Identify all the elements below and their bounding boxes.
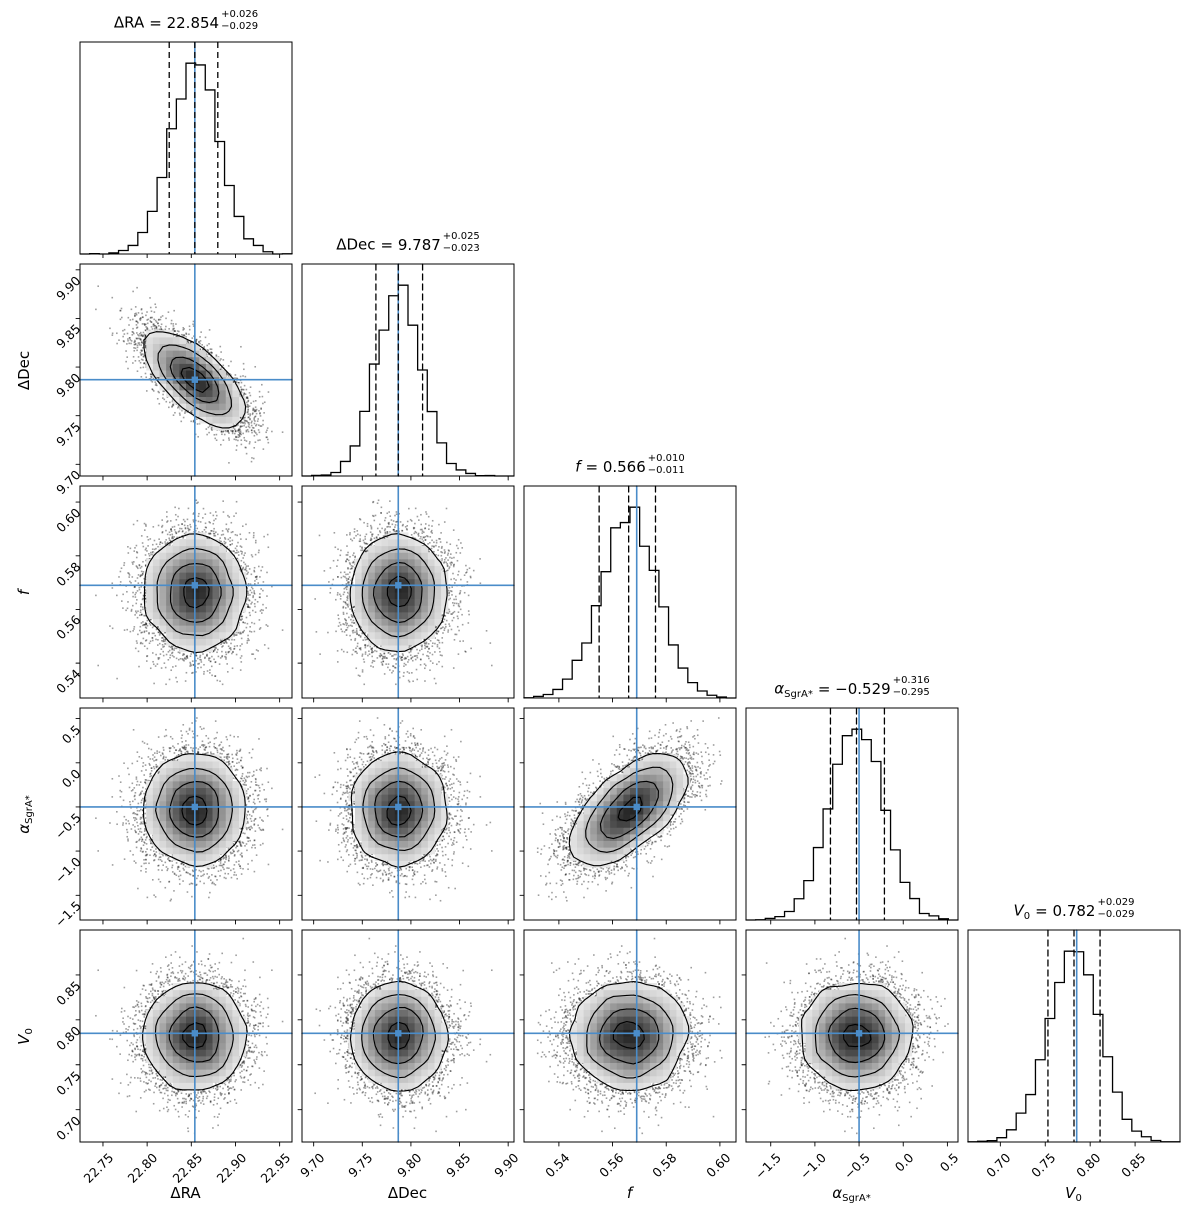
error-minus: −0.295 (892, 687, 930, 698)
axis-symbol-sub: SgrA* (842, 1193, 871, 1204)
panel-title-alpha-sgra: αSgrA* = −0.529+0.316−0.295 (702, 675, 1002, 701)
param-estimate: = 9.787 (380, 235, 441, 254)
error-minus: −0.011 (647, 465, 685, 476)
error-minus: −0.023 (442, 243, 480, 254)
panel-title-delta-dec: ΔDec= 9.787+0.025−0.023 (258, 231, 558, 257)
panel-title-f: f= 0.566+0.010−0.011 (480, 453, 780, 479)
param-symbol: ΔRA (113, 13, 145, 32)
x-axis-label-alpha-sgra: αSgrA* (746, 1184, 958, 1204)
axis-symbol: α (832, 1184, 843, 1202)
error-plus: +0.025 (442, 231, 480, 242)
param-symbol: α (774, 679, 785, 698)
y-axis-label-f: f (15, 589, 33, 595)
error-plus: +0.010 (647, 453, 685, 464)
error-stack: +0.025−0.023 (443, 231, 480, 255)
param-symbol: f (575, 457, 581, 476)
error-plus: +0.316 (892, 675, 930, 686)
axis-symbol-sub: 0 (1075, 1193, 1082, 1204)
param-symbol: ΔDec (336, 235, 376, 254)
error-plus: +0.026 (221, 9, 259, 20)
axis-symbol: V (15, 1034, 33, 1045)
axis-symbol-sub: SgrA* (24, 795, 35, 824)
x-axis-label-f: f (524, 1184, 736, 1202)
axis-symbol: ΔDec (15, 350, 33, 391)
error-minus: −0.029 (1097, 909, 1135, 920)
error-plus: +0.029 (1097, 897, 1135, 908)
param-estimate: = 22.854 (149, 13, 220, 32)
param-symbol-sub: 0 (1023, 910, 1031, 922)
error-minus: −0.029 (221, 21, 259, 32)
panel-title-delta-ra: ΔRA= 22.854+0.026−0.029 (36, 9, 336, 35)
axis-symbol: ΔRA (170, 1184, 201, 1202)
x-axis-label-v0: V0 (968, 1184, 1180, 1204)
error-stack: +0.026−0.029 (221, 9, 258, 33)
param-estimate: = 0.782 (1035, 901, 1096, 920)
param-estimate: = −0.529 (817, 679, 891, 698)
axis-symbol: ΔDec (387, 1184, 428, 1202)
x-axis-label-delta-ra: ΔRA (80, 1184, 292, 1202)
axis-symbol-sub: 0 (24, 1028, 35, 1035)
param-symbol: V (1013, 901, 1024, 920)
axis-symbol: α (15, 823, 33, 834)
y-axis-label-v0: V0 (15, 1027, 35, 1045)
x-axis-label-delta-dec: ΔDec (302, 1184, 514, 1202)
axis-symbol: f (626, 1184, 633, 1202)
error-stack: +0.316−0.295 (893, 675, 930, 699)
error-stack: +0.010−0.011 (648, 453, 685, 477)
axis-symbol: f (15, 589, 33, 596)
y-axis-label-alpha-sgra: αSgrA* (15, 794, 35, 834)
param-estimate: = 0.566 (585, 457, 646, 476)
param-symbol-sub: SgrA* (784, 688, 813, 700)
y-axis-label-delta-dec: ΔDec (15, 350, 33, 390)
panel-title-v0: V0 = 0.782+0.029−0.029 (924, 897, 1200, 923)
error-stack: +0.029−0.029 (1097, 897, 1134, 921)
axis-symbol: V (1065, 1184, 1076, 1202)
